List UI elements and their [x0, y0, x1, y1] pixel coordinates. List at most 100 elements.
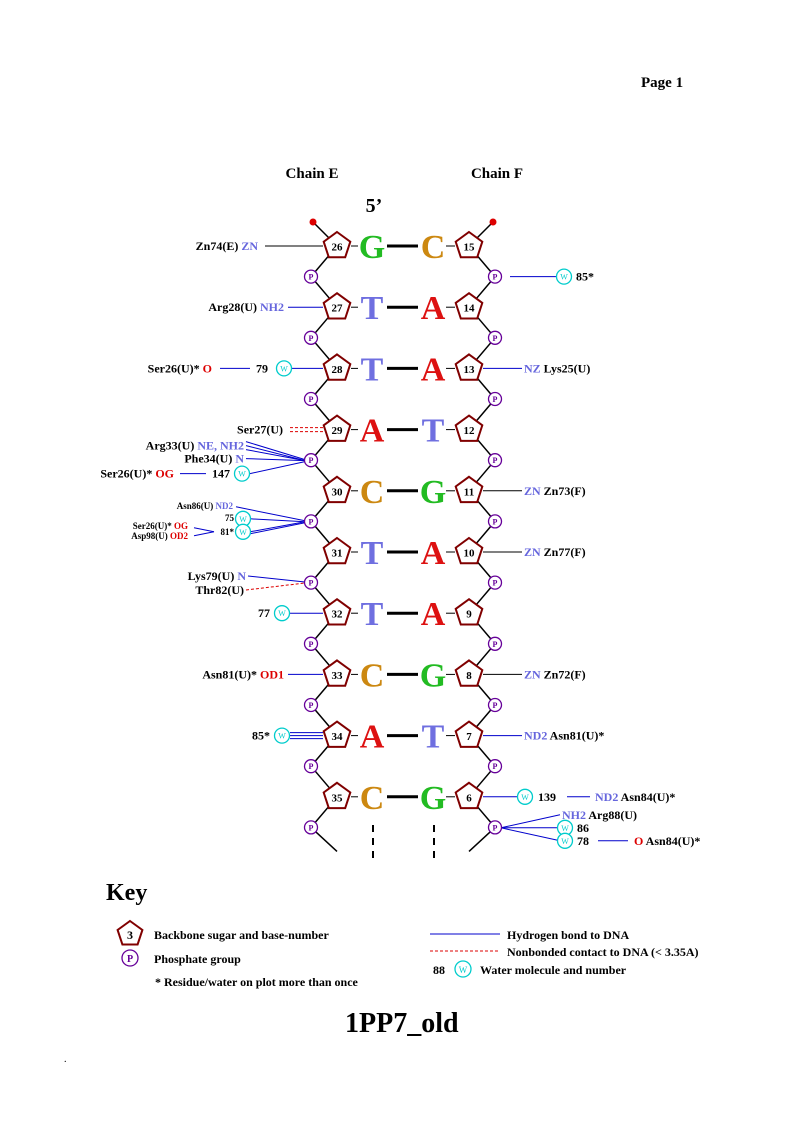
- label-zn77-part: ZN: [524, 545, 541, 559]
- sugar-left-35: [322, 781, 352, 810]
- key-phosphate-symbol: [121, 949, 139, 967]
- key-water-symbol: [454, 960, 472, 978]
- label-arg33: Arg33(U) NE, NH2: [146, 439, 244, 453]
- sugar-right-11: [454, 475, 484, 504]
- base-right-7: T: [422, 719, 445, 756]
- water-139: [516, 788, 534, 805]
- water-139-label: W: [521, 793, 529, 802]
- sugar-number-right-9: 9: [466, 609, 472, 621]
- water-75-label: W: [239, 515, 247, 524]
- label-zn73: ZN Zn73(F): [524, 484, 586, 498]
- base-right-8: G: [420, 657, 446, 694]
- nonbond-thr82: [245, 582, 306, 591]
- label-phe34: Phe34(U) N: [184, 452, 244, 466]
- label-asp98: Asp98(U) OD2: [131, 531, 188, 541]
- label-w139: 139: [538, 790, 556, 804]
- hbond-asn86: [235, 506, 306, 522]
- label-w75: 75: [225, 513, 235, 523]
- label-lys25-part: NZ: [524, 361, 541, 375]
- label-ser26c: Ser26(U)* OG: [133, 521, 188, 531]
- label-ser26a-part: O: [203, 361, 212, 375]
- phosphate-left: [303, 514, 319, 529]
- phosphate-left: [303, 759, 319, 774]
- key-water-symbol-label: W: [459, 965, 468, 975]
- water-78-label: W: [561, 837, 569, 846]
- water-85a-label: W: [560, 273, 568, 282]
- label-zn72: ZN Zn72(F): [524, 667, 586, 681]
- label-zn74: Zn74(E) ZN: [196, 239, 259, 253]
- label-asn81a-part: Asn81(U)*: [202, 667, 260, 681]
- sugar-left-31: [322, 536, 352, 565]
- sugar-number-right-14: 14: [464, 303, 476, 315]
- base-right-12: T: [422, 413, 445, 450]
- label-arg88: NH2 Arg88(U): [562, 808, 637, 822]
- phosphate-left-label: P: [309, 762, 314, 771]
- phosphate-right-label: P: [493, 517, 498, 526]
- phosphate-right: [487, 636, 503, 651]
- label-ser26c-part: Ser26(U)*: [133, 521, 174, 531]
- phosphate-left-label: P: [309, 334, 314, 343]
- label-asn84b: O Asn84(U)*: [634, 834, 700, 848]
- hbond-w75: [249, 518, 306, 523]
- water-78: [556, 832, 574, 849]
- sugar-left-28: [322, 353, 352, 381]
- key-phosphate-text: Phosphate group: [154, 952, 241, 966]
- base-left-26: G: [359, 229, 385, 266]
- phosphate-right-label: P: [493, 456, 498, 465]
- water-79: [275, 360, 293, 377]
- base-right-11: G: [420, 474, 446, 511]
- sugar-number-right-7: 7: [466, 731, 472, 743]
- key-phosphate-symbol-label: P: [127, 954, 133, 965]
- label-zn74-part: Zn74(E): [196, 239, 242, 253]
- label-asn86-part: ND2: [216, 501, 234, 511]
- sugar-right-10: [454, 536, 484, 565]
- label-arg28: Arg28(U) NH2: [208, 300, 284, 314]
- label-arg33-part: NE, NH2: [197, 439, 244, 453]
- label-asn81b: ND2 Asn81(U)*: [524, 729, 604, 743]
- phosphate-left: [303, 697, 319, 713]
- water-85a: [555, 268, 573, 285]
- water-85b-label: W: [278, 732, 286, 741]
- five-prime-label: 5’: [366, 195, 383, 217]
- label-zn74-part: ZN: [241, 239, 258, 253]
- phosphate-left-label: P: [309, 579, 314, 588]
- phosphate-right: [487, 514, 503, 529]
- label-asp98-part: Asp98(U): [131, 531, 170, 541]
- phosphate-right-label: P: [493, 273, 498, 282]
- sugar-number-right-15: 15: [464, 242, 476, 254]
- label-asn81a: Asn81(U)* OD1: [202, 667, 284, 681]
- chain-f-label: Chain F: [471, 166, 523, 182]
- phosphate-left-label: P: [309, 273, 314, 282]
- label-zn73-part: Zn73(F): [541, 484, 586, 498]
- label-asn84a-part: Asn84(U)*: [618, 790, 675, 804]
- sugar-number-right-10: 10: [464, 548, 476, 560]
- phosphate-right: [487, 759, 503, 774]
- hbond-phe34: [245, 458, 306, 462]
- label-asn84a-part: ND2: [595, 790, 618, 804]
- hbond-ser26-w81: [193, 527, 215, 533]
- key-backbone-symbol: [116, 919, 144, 946]
- phosphate-left-label: P: [309, 640, 314, 649]
- phosphate-left: [303, 453, 319, 468]
- key-hbond-text: Hydrogen bond to DNA: [507, 928, 630, 942]
- label-zn73-part: ZN: [524, 484, 541, 498]
- sugar-left-27: [322, 291, 352, 320]
- phosphate-left-label: P: [309, 517, 314, 526]
- key-backbone-number: 3: [127, 928, 133, 942]
- label-lys79-part: Lys79(U): [188, 569, 238, 583]
- phosphate-left: [303, 330, 319, 345]
- sugar-right-6: [454, 781, 484, 810]
- sugar-number-left-33: 33: [332, 670, 344, 682]
- sugar-number-left-31: 31: [332, 548, 343, 560]
- sugar-number-left-27: 27: [332, 303, 344, 315]
- label-arg28-part: NH2: [260, 300, 284, 314]
- phosphate-left-label: P: [309, 701, 314, 710]
- sugar-number-right-6: 6: [466, 792, 472, 804]
- phosphate-right-label: P: [493, 334, 498, 343]
- label-w79: 79: [256, 361, 268, 375]
- base-right-15: C: [421, 229, 446, 266]
- label-ser26a-part: Ser26(U)*: [148, 361, 203, 375]
- label-asn84b-part: O: [634, 834, 643, 848]
- phosphate-right: [487, 820, 503, 835]
